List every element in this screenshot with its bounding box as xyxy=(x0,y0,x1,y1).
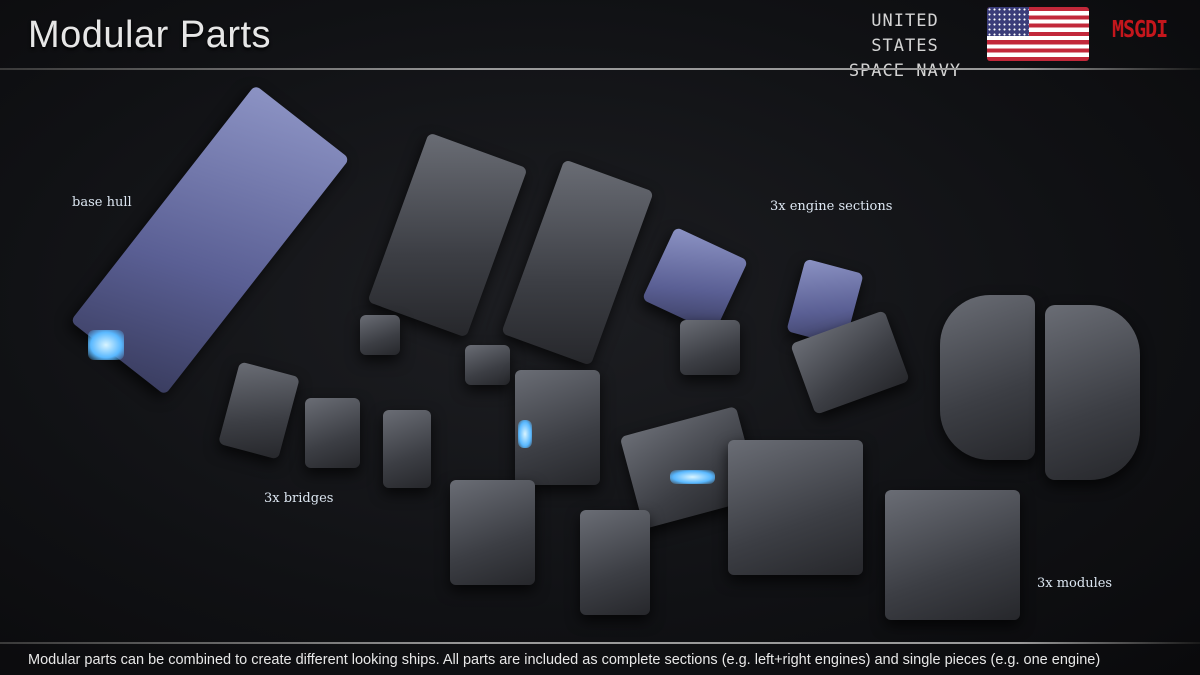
module-part xyxy=(1045,305,1140,480)
part-glow xyxy=(670,470,715,484)
faction-name: UNITED STATES SPACE NAVY xyxy=(834,9,976,84)
header-divider xyxy=(0,68,1200,70)
engine-part xyxy=(501,159,654,366)
faction-line-1: UNITED STATES xyxy=(871,11,939,56)
hull-engine-glow xyxy=(88,330,124,360)
engine-part xyxy=(367,132,528,338)
small-part xyxy=(465,345,510,385)
part-glow xyxy=(518,420,532,448)
bridge-part xyxy=(305,398,360,468)
bridge-part xyxy=(218,361,300,460)
footer-divider xyxy=(0,642,1200,644)
engine-part xyxy=(580,510,650,615)
label-bridges: 3x bridges xyxy=(264,491,334,506)
engine-section xyxy=(641,226,749,334)
bridge-part xyxy=(383,410,431,488)
footer-caption: Modular parts can be combined to create … xyxy=(28,652,1101,668)
module-part xyxy=(885,490,1020,620)
page-title: Modular Parts xyxy=(28,14,272,56)
engine-part xyxy=(450,480,535,585)
faction-line-2: SPACE NAVY xyxy=(848,61,962,81)
us-flag-icon xyxy=(987,7,1089,61)
module-part xyxy=(940,295,1035,460)
label-engine-sections: 3x engine sections xyxy=(770,199,893,214)
small-part xyxy=(360,315,400,355)
engine-section xyxy=(680,320,740,375)
module-part xyxy=(728,440,863,575)
flag-canton xyxy=(987,7,1029,36)
msgdi-logo: MSGDI xyxy=(1112,15,1168,43)
label-base-hull: base hull xyxy=(72,195,132,210)
label-modules: 3x modules xyxy=(1037,576,1113,591)
